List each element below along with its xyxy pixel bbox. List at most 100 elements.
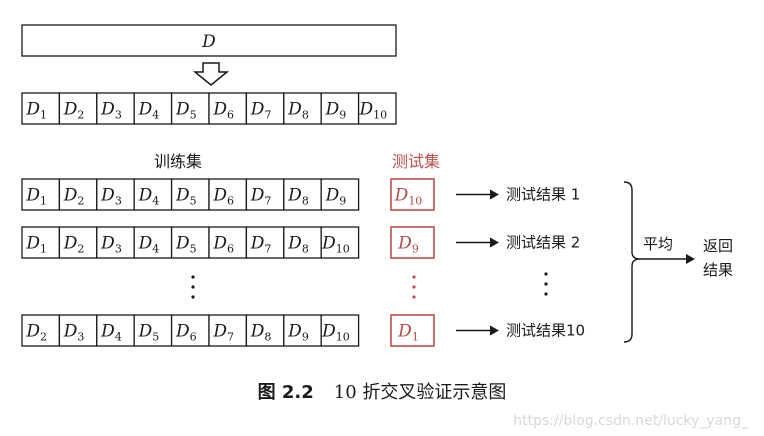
train-cell: D6 — [170, 314, 210, 347]
split-arrow-icon — [192, 62, 230, 86]
test-cell: D1 — [390, 314, 435, 347]
train-set-header: 训练集 — [154, 152, 202, 171]
train-cell-box — [21, 226, 61, 259]
train-cell-box — [283, 314, 322, 347]
train-cell-box — [208, 314, 248, 347]
train-cell-label: D9 — [287, 322, 309, 344]
train-cell-box — [96, 178, 135, 211]
watermark: https://blog.csdn.net/lucky_yang_ — [513, 413, 749, 429]
result-arrowhead-icon — [490, 189, 499, 200]
partition-cell-3: D3 — [96, 92, 135, 125]
train-cell: D3 — [58, 314, 98, 347]
partition-cell-8: D8 — [283, 92, 322, 125]
train-cell-label: D8 — [250, 322, 272, 344]
figure-caption: 图 2.2 10 折交叉验证示意图 — [258, 382, 507, 403]
result-arrowhead-icon — [490, 237, 499, 248]
partition-cell-10: D10 — [357, 92, 397, 125]
test-cell-label: D9 — [397, 234, 419, 256]
partition-cell-2-box — [58, 92, 98, 125]
partition-cell-10-label: D10 — [358, 100, 387, 122]
train-cell: D1 — [21, 178, 61, 211]
full-dataset-label: D — [201, 32, 216, 52]
train-cell-label: D4 — [138, 234, 160, 256]
train-cell-label: D4 — [100, 322, 122, 344]
train-ellipsis — [191, 275, 195, 299]
result-arrowhead-icon — [490, 325, 499, 336]
train-cell: D1 — [21, 226, 61, 259]
partition-cell-3-box — [96, 92, 135, 125]
train-cell-label: D3 — [100, 186, 122, 208]
train-cell: D2 — [58, 226, 98, 259]
partition-cell-4: D4 — [133, 92, 173, 125]
partition-cell-5: D5 — [170, 92, 210, 125]
train-cell-box — [96, 226, 135, 259]
test-result-label: 测试结果 1 — [506, 186, 580, 204]
train-cell: D7 — [245, 226, 285, 259]
train-cell-label: D10 — [321, 234, 350, 256]
train-cell-box — [245, 178, 285, 211]
train-cell: D8 — [283, 178, 322, 211]
train-cell-box — [21, 314, 61, 347]
train-cell-box — [320, 178, 360, 211]
partition-cell-1: D1 — [21, 92, 61, 125]
train-cell: D5 — [170, 226, 210, 259]
train-cell-label: D5 — [175, 234, 197, 256]
partition-cell-2-label: D2 — [63, 100, 85, 122]
train-cell: D6 — [208, 178, 248, 211]
train-cell-box — [283, 226, 322, 259]
train-cell: D5 — [133, 314, 173, 347]
test-cell-label: D10 — [394, 186, 423, 208]
train-cell-label: D4 — [138, 186, 160, 208]
train-cell: D10 — [320, 226, 360, 259]
train-cell-box — [133, 178, 173, 211]
train-cell-label: D2 — [63, 186, 85, 208]
train-cell: D4 — [96, 314, 135, 347]
train-cell-label: D2 — [63, 234, 85, 256]
train-cell-box — [245, 226, 285, 259]
partition-cell-9: D9 — [320, 92, 360, 125]
train-cell-label: D10 — [321, 322, 350, 344]
train-cell: D9 — [283, 314, 322, 347]
test-cell: D9 — [390, 226, 435, 259]
train-cell-label: D1 — [25, 186, 47, 208]
train-cell-box — [133, 314, 173, 347]
full-dataset-box — [21, 24, 397, 57]
train-cell-label: D6 — [212, 234, 234, 256]
train-cell: D8 — [283, 226, 322, 259]
results-brace — [623, 181, 641, 343]
train-cell: D2 — [58, 178, 98, 211]
train-cell-label: D6 — [175, 322, 197, 344]
train-cell: D7 — [245, 178, 285, 211]
train-cell-label: D5 — [138, 322, 160, 344]
train-cell: D2 — [21, 314, 61, 347]
average-arrowhead-icon — [686, 254, 695, 264]
train-cell: D10 — [320, 314, 360, 347]
train-cell-label: D3 — [100, 234, 122, 256]
train-cell-label: D8 — [287, 234, 309, 256]
train-cell-box — [170, 314, 210, 347]
test-result-label: 测试结果 2 — [506, 234, 580, 252]
train-cell: D8 — [245, 314, 285, 347]
partition-cell-7: D7 — [245, 92, 285, 125]
test-cell-box — [390, 314, 435, 347]
train-cell-box — [96, 314, 135, 347]
return-label-line1: 返回 — [703, 237, 733, 255]
train-cell-label: D7 — [250, 186, 272, 208]
train-cell-label: D6 — [212, 186, 234, 208]
train-cell-box — [133, 226, 173, 259]
partition-cell-10-box — [357, 92, 397, 125]
train-cell-box — [283, 178, 322, 211]
train-cell-box — [208, 226, 248, 259]
partition-cell-5-box — [170, 92, 210, 125]
train-cell-box — [245, 314, 285, 347]
partition-cell-4-box — [133, 92, 173, 125]
result-ellipsis — [544, 272, 548, 296]
test-cell-box — [390, 226, 435, 259]
caption-text: 10 折交叉验证示意图 — [334, 382, 507, 403]
test-result-label: 测试结果10 — [506, 322, 585, 340]
caption-figure-number: 图 2.2 — [258, 382, 314, 403]
